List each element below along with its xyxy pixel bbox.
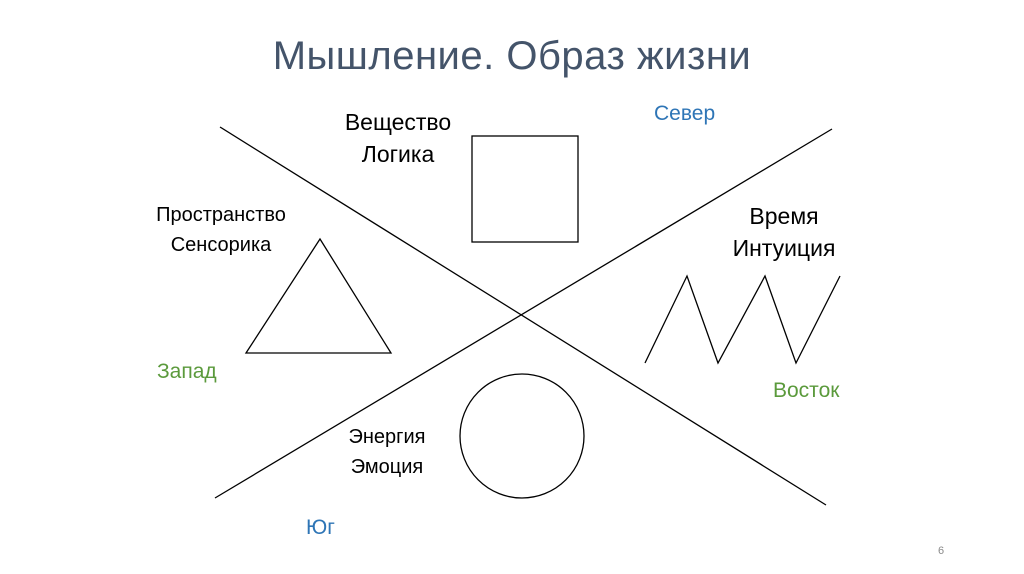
circle-shape [459, 373, 585, 499]
diagonal-line-a [219, 126, 827, 506]
page-number: 6 [938, 545, 945, 557]
slide-title: Мышление. Образ жизни [272, 34, 752, 78]
top-quadrant-label: Вещество Логика [328, 106, 468, 170]
triangle-shape [244, 237, 393, 354]
direction-north: Север [654, 102, 716, 125]
right-label-line1: Время [749, 203, 819, 229]
top-label-line2: Логика [361, 141, 435, 167]
top-label-line1: Вещество [344, 109, 452, 135]
square-shape [471, 135, 579, 243]
bottom-label-line1: Энергия [348, 426, 426, 448]
left-label-line2: Сенсорика [170, 234, 272, 256]
direction-south: Юг [306, 516, 335, 539]
bottom-label-line2: Эмоция [350, 456, 424, 478]
diagonal-line-b [214, 128, 833, 499]
left-label-line1: Пространство [156, 204, 286, 226]
bottom-quadrant-label: Энергия Эмоция [332, 422, 442, 482]
right-label-line2: Интуиция [732, 235, 836, 261]
left-quadrant-label: Пространство Сенсорика [138, 200, 304, 260]
zigzag-shape [644, 274, 841, 365]
right-quadrant-label: Время Интуиция [706, 200, 862, 264]
direction-west: Запад [157, 360, 217, 383]
direction-east: Восток [773, 379, 840, 402]
